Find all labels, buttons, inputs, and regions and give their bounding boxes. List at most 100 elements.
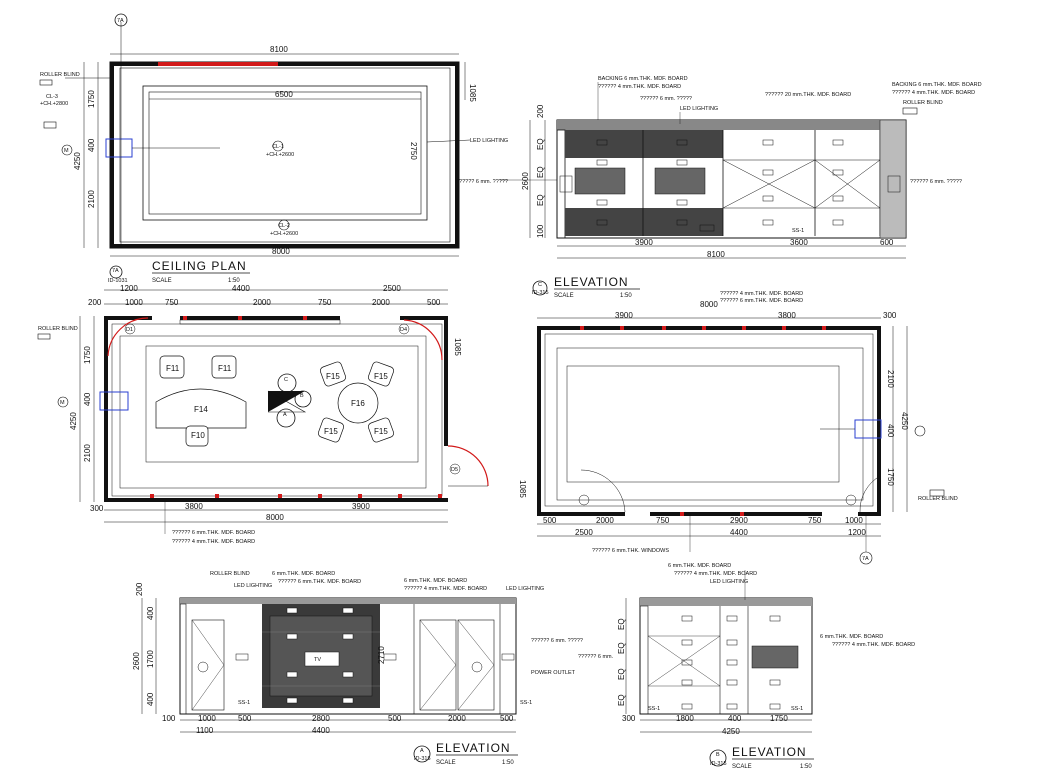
furniture-f15-c: F15 [324, 427, 338, 436]
elev-a-dim-left-1: 400 [146, 606, 155, 620]
elev-b-dim-bottom-2: 400 [728, 714, 742, 723]
elev-b-dim-bottom-0: 300 [622, 714, 636, 723]
elev-c-led: LED LIGHTING [680, 106, 718, 112]
plan2-ref-7a: 7A [862, 556, 869, 562]
elev-c-backing-left2: ?????? 4 mm.THK. MDF. BOARD [598, 84, 681, 90]
plan-ref-b: B [300, 393, 304, 399]
ceiling-ref-7a: 7A [117, 18, 124, 24]
plan-dim-left-a: 1750 [83, 346, 92, 364]
ceiling-dim-inner: 6500 [275, 90, 293, 99]
elev-b-title: ELEVATION [732, 745, 807, 759]
plan2-dim-bottom2-0: 2500 [575, 528, 593, 537]
elev-c-side-note-right: ?????? 6 mm. ????? [910, 179, 962, 185]
plan-dim-top2-5: 500 [427, 298, 441, 307]
plan-ref-c: C [284, 377, 288, 383]
plan-dim-bottom-2: 3900 [352, 502, 370, 511]
elev-c-backing-left: BACKING 6 mm.THK. MDF. BOARD [598, 76, 688, 82]
elev-a-board-3: 6 mm.THK. MDF. BOARD [404, 578, 467, 584]
ceiling-dim-top: 8100 [270, 45, 288, 54]
elev-b-ss-right: SS-1 [791, 706, 803, 712]
plan2-dim-bottom-3: 2900 [730, 516, 748, 525]
plan-dim-top2-1: 750 [165, 298, 179, 307]
ceiling-scale-value: 1:50 [228, 278, 240, 284]
elev-b-board-r2: ?????? 4 mm.THK. MDF. BOARD [832, 642, 915, 648]
ceiling-dim-left-total: 4250 [73, 152, 82, 170]
ceiling-tag-cl3: CL-3 [46, 94, 58, 100]
furniture-f11-b: F11 [218, 364, 232, 373]
plan2-window-note: ?????? 6 mm.THK. WINDOWS [592, 548, 669, 554]
ceiling-dim-bottom: 8000 [272, 247, 290, 256]
elev-a-scale-label: SCALE [436, 760, 456, 766]
elev-a-dim-bottom-6: 500 [500, 714, 514, 723]
plan2-dim-bottom2-2: 1200 [848, 528, 866, 537]
elev-a-sheet: ID-315 [414, 756, 431, 762]
plan-ref-a: A [283, 412, 287, 418]
plan-door-d4: D4 [400, 327, 407, 333]
plan2-dim-bottom-5: 1000 [845, 516, 863, 525]
ceiling-dim-left-a: 1750 [87, 90, 96, 108]
elev-a-board-1: 6 mm.THK. MDF. BOARD [272, 571, 335, 577]
elev-a-dim-left-3: 400 [146, 692, 155, 706]
plan2-board-note-2: ?????? 4 mm.THK. MDF. BOARD [720, 291, 803, 297]
plan2-dim-right-0: 2100 [886, 370, 895, 388]
plan-m-tag: M [60, 400, 65, 406]
plan2-dim-bottom2-1: 4400 [730, 528, 748, 537]
furniture-f14: F14 [194, 405, 208, 414]
plan2-board-note-1: ?????? 6 mm.THK. MDF. BOARD [720, 298, 803, 304]
elev-a-ref: A [420, 748, 424, 754]
ceiling-roller-blind-label: ROLLER BLIND [40, 72, 80, 78]
plan2-dim-left: 1085 [518, 480, 527, 498]
plan-door-d5: D5 [451, 467, 458, 473]
elev-c-dim-bottom-0: 3900 [635, 238, 653, 247]
elevation-b: 6 mm.THK. MDF. BOARD ?????? 4 mm.THK. MD… [578, 563, 915, 770]
elev-c-ss: SS-1 [792, 228, 804, 234]
plan-door-d1: D1 [126, 327, 133, 333]
elev-a-note-6mm: ?????? 6 mm. ????? [531, 638, 583, 644]
elev-a-led-right: LED LIGHTING [506, 586, 544, 592]
elev-c-dim-left-3: EQ [536, 194, 545, 206]
elev-b-led: LED LIGHTING [710, 579, 748, 585]
plan-roller-blind: ROLLER BLIND [38, 326, 78, 332]
furniture-f16: F16 [351, 399, 365, 408]
plan2-dim-bottom-2: 750 [656, 516, 670, 525]
plan-dim-top2-2: 2000 [253, 298, 271, 307]
elev-c-sheet: ID-315 [532, 290, 549, 296]
elev-c-dim-left-total: 2600 [521, 172, 530, 190]
furniture-f15-a: F15 [326, 372, 340, 381]
plan-dim-left-c: 2100 [83, 444, 92, 462]
plan-dim-top2-4: 2000 [372, 298, 390, 307]
ceiling-dim-left-b: 400 [87, 138, 96, 152]
elev-a-dim-bottom-3: 2800 [312, 714, 330, 723]
ceiling-tag-cl2: CL-2 [278, 223, 290, 229]
elev-c-side-note-left: ?????? 6 mm. ????? [456, 179, 508, 185]
plan-board-note-2: ?????? 4 mm.THK. MDF. BOARD [172, 539, 255, 545]
ceiling-scale-label: SCALE [152, 278, 172, 284]
section-marker: C B A [267, 373, 312, 428]
elev-a-power: POWER OUTLET [531, 670, 576, 676]
elevation-c: BACKING 6 mm.THK. MDF. BOARD ?????? 4 mm… [456, 76, 982, 299]
elev-b-dim-left-3: EQ [617, 694, 626, 706]
furniture-labels: F11 F11 F14 F10 [166, 364, 232, 440]
plan-dim-top2-3: 750 [318, 298, 332, 307]
elev-c-scale-value: 1:50 [620, 293, 632, 299]
elev-b-dim-left-2: EQ [617, 668, 626, 680]
elev-c-note-6mm: ?????? 6 mm. ????? [640, 96, 692, 102]
plan-dim-top2-0: 1000 [125, 298, 143, 307]
ceiling-dim-left-c: 2100 [87, 190, 96, 208]
ceiling-title-ref: 7A [112, 268, 119, 274]
elev-b-ref: B [716, 752, 720, 758]
elev-c-dim-left-1: EQ [536, 138, 545, 150]
elev-b-scale-label: SCALE [732, 764, 752, 770]
elev-a-dim-bottom2-1: 4400 [312, 726, 330, 735]
furniture-f15-b: F15 [374, 372, 388, 381]
plan2-roller-blind: ROLLER BLIND [918, 496, 958, 502]
plan-dim-top-3: 2500 [383, 284, 401, 293]
plan-dim-top-0: 200 [88, 298, 102, 307]
plan2-dim-top-0: 3900 [615, 311, 633, 320]
elev-b-dim-left-0: EQ [617, 618, 626, 630]
elev-a-ss-left: SS-1 [238, 700, 250, 706]
plan2-dim-right-3: 400 [886, 424, 895, 438]
elevation-a: TV ROLLER BLIND LED LIGHTING 6 mm.THK. M… [132, 571, 583, 766]
ceiling-dim-right: 2750 [409, 142, 418, 160]
